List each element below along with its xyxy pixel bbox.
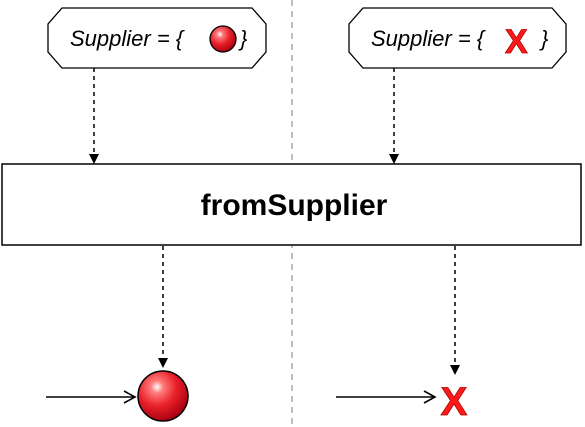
left-supplier-node: Supplier = { } xyxy=(47,7,267,69)
right-supplier-node: Supplier = { X } xyxy=(348,7,567,69)
right-output-x-error-icon: X xyxy=(441,380,468,424)
left-supplier-prefix: Supplier = { xyxy=(70,26,185,51)
operator-box: fromSupplier xyxy=(1,163,582,246)
left-supplier-ball-icon xyxy=(209,25,237,53)
left-supplier-suffix: } xyxy=(238,26,248,51)
right-supplier-suffix: } xyxy=(539,26,549,51)
left-output-ball-icon xyxy=(137,370,189,422)
right-supplier-x-error-icon: X xyxy=(505,23,528,61)
operator-label: fromSupplier xyxy=(201,189,388,222)
right-supplier-prefix: Supplier = { xyxy=(371,26,486,51)
